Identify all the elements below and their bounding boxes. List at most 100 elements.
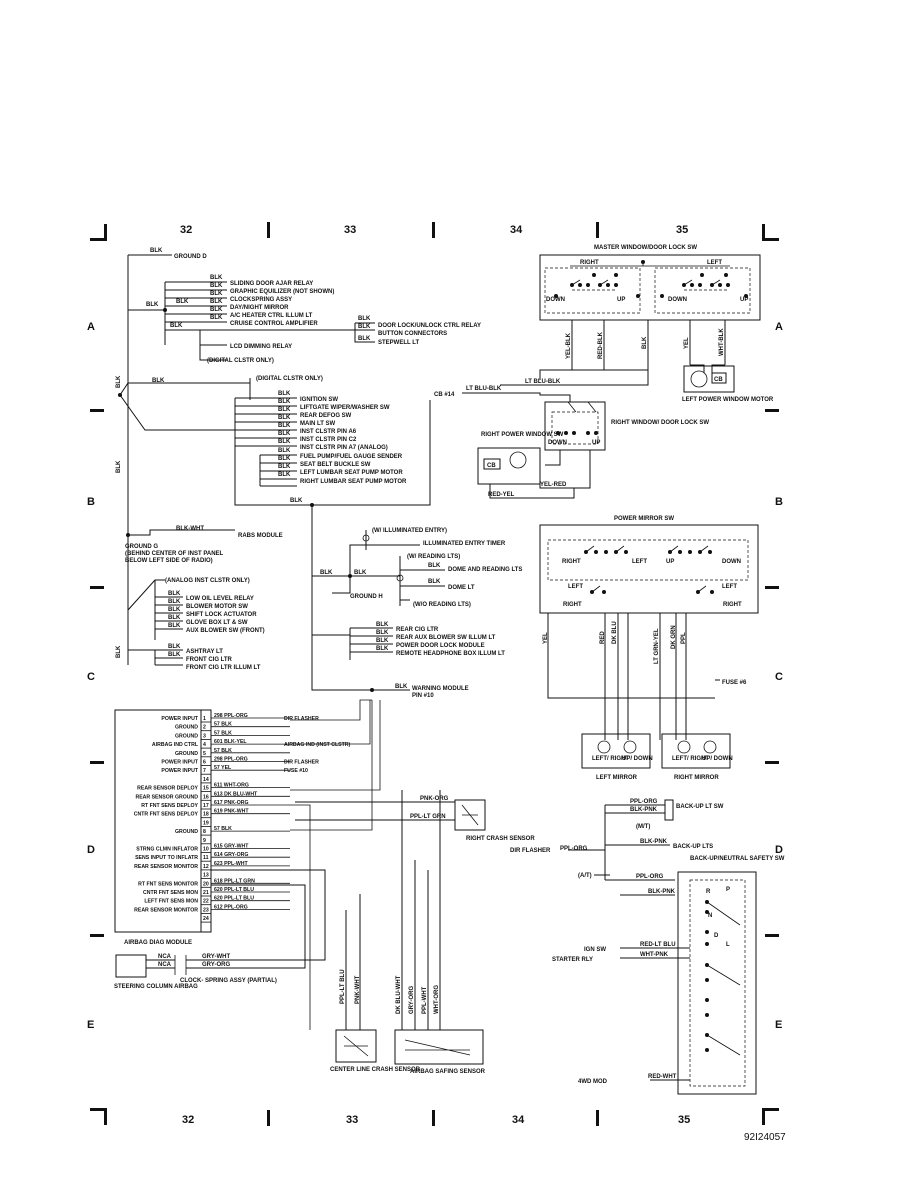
wire-label: BLK [210,299,223,305]
airbag-pin-number: 7 [203,768,206,774]
right-window-switch: DOWN UP RIGHT WINDOW/ DOOR LOCK SW CB RI… [477,401,709,499]
wire-label: PPL-ORG [636,874,664,880]
ground-h-section: BLK BLK GROUND H (W/ ILLUMINATED ENTRY) … [311,505,522,699]
figure-id: 92I24057 [744,1132,786,1143]
backup-lt-sw [664,799,674,821]
airbag-wire-label: 612 PPL-ORG [214,904,248,910]
wire-label: PPL-LT BLU [340,969,346,1004]
circuit-label: REMOTE HEADPHONE BOX ILLUM LT [396,651,505,657]
airbag-wire-label: 617 PNK-ORG [214,800,249,806]
left-window-motor [683,365,735,393]
group2-feed [119,378,251,400]
airbag-wire-label: 298 PPL-ORG [214,757,248,763]
airbag-pin-name: SENS INPUT TO INFLATR [135,855,198,861]
airbag-pin-name: GROUND [175,829,198,835]
circuit-label: LOW OIL LEVEL RELAY [186,596,254,602]
airbag-pin-number: 1 [203,716,206,722]
analog-only-label: (ANALOG INST CLSTR ONLY) [165,578,250,584]
master-window-title: MASTER WINDOW/DOOR LOCK SW [594,245,697,251]
airbag-pin-number: 8 [203,829,206,835]
row-label-right: D [775,844,783,856]
airbag-pin-name: RT FNT SENS MONITOR [138,881,198,887]
mirror-label: LEFT [632,559,647,565]
right-mirror [661,733,731,769]
ground-g-label: GROUND G [125,544,158,550]
at-label: (A/T) [578,873,592,879]
mirror-label: UP/ DOWN [702,756,733,762]
airbag-wire-label: 57 BLK [214,730,232,736]
up-label: UP [740,297,748,303]
airbag-pin-name: REAR SENSOR MONITOR [134,907,198,913]
wire-label: BLK [116,645,122,658]
wire-label: BLK [358,316,371,322]
switch-contacts [554,273,748,298]
wire-label: BLK [116,375,122,388]
wire-label: NCA [158,962,172,968]
dome-reading-label: DOME AND READING LTS [448,567,522,573]
wire-label: BLK [354,570,367,576]
warning-pin: PIN #10 [412,693,434,699]
wire-label: BLK [170,323,183,329]
wire-label: YEL-BLK [566,332,572,359]
motor-icon [509,451,527,469]
safing-sensor-wires [401,790,441,1030]
circuit-label: INST CLSTR PIN C2 [300,437,357,443]
master-output-routing [500,364,725,386]
wire-label: BLK [168,591,181,597]
corner-mark-tr [762,224,779,241]
backup-lts-label: BACK-UP LTS [673,844,713,850]
ign-label: IGN SW [584,947,606,953]
tick-top-2 [432,222,435,238]
backup-sw-label: BACK-UP LT SW [676,804,724,810]
airbag-pin-name: RT FNT SENS DEPLOY [141,803,198,809]
tick-left-4 [90,934,104,937]
airbag-wire-label: 298 PPL-ORG [214,713,248,719]
wire-label: YEL [543,632,549,644]
group2-taps [235,397,297,447]
fuse-label: FUSE #6 [722,680,747,686]
group2-taps2 [259,454,297,487]
wire-label: PPL-LT GRN [410,814,446,820]
right-window-box [544,401,606,451]
airbag-wire-label: 57 YEL [214,765,232,771]
wire-label: PPL-WHT [422,986,428,1014]
airbag-pin-number: 12 [203,864,209,870]
clockspring-wires [146,869,326,969]
circuit-label: ASHTRAY LT [186,649,223,655]
cb14-label: CB #14 [434,392,455,398]
airbag-wire-label: 57 BLK [214,748,232,754]
wire-label: RED [600,631,606,644]
down-label: DOWN [668,297,687,303]
center-sensor-label: CENTER LINE CRASH SENSOR [330,1067,421,1073]
power-mirror-switch: POWER MIRROR SW RIGHT LEFT UP DOWN LEFT … [539,516,759,781]
button-connector-wires [165,322,375,343]
row-label-right: C [775,671,783,683]
right-crash-label: RIGHT CRASH SENSOR [466,836,535,842]
motor-label: LEFT POWER WINDOW MOTOR [682,397,774,403]
airbag-wire-label: 613 DK BLU-WHT [214,791,258,797]
corner-mark-br [762,1108,779,1125]
circuit-label: IGNITION SW [300,397,338,403]
gear-label: N [708,913,712,919]
wo-reading-label: (W/O READING LTS) [413,602,471,608]
wire-label: DK BLU [612,621,618,644]
mirror-label: LEFT [722,584,737,590]
airbag-pin-name: LEFT FNT SENS MON [144,899,198,905]
circuit-label: INST CLSTR PIN A7 (ANALOG) [300,445,388,451]
wire-label: BLK [278,415,291,421]
mirror-label: UP [666,559,674,565]
master-window-box [539,254,761,321]
wire-label: BLK [116,460,122,473]
mirror-label: RIGHT [563,602,582,608]
mirror-outputs [547,613,715,740]
airbag-pin-name: REAR SENSOR DEPLOY [137,786,198,792]
mirror-label: UP/ DOWN [622,756,653,762]
gear-label: R [706,889,711,895]
harness-wire [290,699,372,721]
circuit-label: FUEL PUMP/FUEL GAUGE SENDER [300,454,403,460]
neutral-contacts [705,900,709,1052]
wire-label: BLK [278,448,291,454]
wire-label: BLK [290,498,303,504]
wire-label: NCA [158,954,172,960]
wire-label: LT BLU-BLK [525,379,561,385]
